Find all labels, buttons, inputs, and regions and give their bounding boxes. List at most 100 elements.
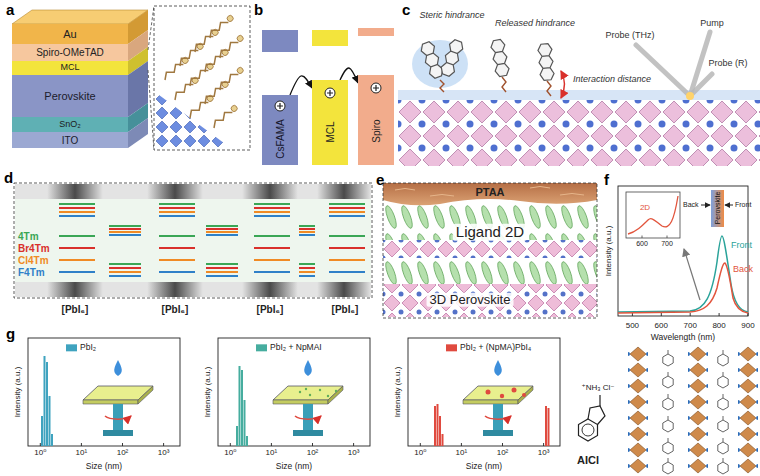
axis-title: Size (nm) [86,462,122,471]
beam-label: Probe (THz) [605,31,654,41]
legend-swatch [66,345,77,352]
device-stack-faces [12,10,148,24]
energy-diagram [59,212,365,272]
layer-label: [PbI₆] [257,304,284,315]
tick-label: 10¹ [456,449,468,458]
panel-letter: d [4,170,13,187]
zoom-inset [162,56,190,81]
ligand-molecule [537,43,554,80]
tick-label: 10¹ [76,449,88,458]
pl-spectrum [618,186,748,316]
transfer-arrow [290,76,312,95]
spin-coating-sketch [486,388,527,399]
crystal-structure [718,372,728,388]
zoom-inset [148,6,250,150]
axis-title: Size (nm) [466,462,502,471]
layer-band: Spiro-OMeTAD [12,44,128,61]
spin-coating-sketch [319,389,321,391]
tick-label: 900 [741,322,754,331]
annotation: Released hindrance [495,19,575,29]
zoom-inset [177,42,205,67]
layer-band: Perovskite [12,75,128,117]
energy-box: MCL [312,80,348,165]
spin-coating-sketch [83,360,533,436]
pl-spectrum [618,263,748,313]
tick-label: 10⁰ [224,449,236,458]
crystal-structure [688,346,708,474]
size-histogram [239,366,241,446]
hole-symbol [325,88,335,98]
spin-coating-sketch [299,391,301,393]
energy-diagram [242,282,298,297]
node-label: Spiro [371,119,382,142]
aicl-structure [599,395,600,406]
panel-letter: c [402,2,410,19]
axis-title: Intensity (a.u.) [14,367,23,418]
size-histogram [236,366,248,446]
annotation: Front [735,201,751,209]
size-histogram [51,434,53,446]
layer-band: Au [12,24,128,44]
crystal-structure [718,458,728,474]
pl-spectrum [725,205,733,206]
curve-label: Front [731,241,752,251]
legend-swatch [256,345,267,352]
size-histogram [442,434,444,446]
node-label: Spiro-OMeTAD [36,47,104,58]
aicl-structure [588,406,605,425]
ligand-molecule [419,41,445,80]
laser-beam [636,32,712,100]
tick-label: 10⁰ [414,449,426,458]
ligand-molecule [502,77,506,92]
hole-symbol [324,87,336,99]
spin-coating-sketch [463,360,533,436]
layer-label: [PbI₆] [162,304,189,315]
energy-box: Spiro [358,75,394,165]
zoom-inset [217,66,245,91]
energy-diagram [15,184,371,199]
perovskite-lattice [398,100,760,166]
spin-coating-sketch [309,394,311,396]
panel-letter: e [376,172,384,189]
size-histogram [40,443,543,446]
hole-symbol [277,103,283,109]
pl-spectrum [618,186,748,316]
pl-spectrum [626,192,680,238]
ligand-molecule [440,80,444,92]
energy-diagram [15,282,371,297]
aicl-structure [579,419,598,441]
energy-diagram [147,282,203,297]
size-histogram [246,436,248,446]
zoom-inset [187,62,215,87]
tick-label: 10² [497,449,509,458]
size-histogram [244,400,246,446]
layer-band: MCL [12,61,128,75]
size-histogram [545,406,547,446]
spin-coating-sketch [83,360,153,436]
energy-level [312,30,348,46]
interface-sketch [383,240,597,258]
panel-letter: g [6,326,15,343]
device-stack-faces [12,10,148,148]
beam-label: Probe (R) [708,59,747,69]
interface-sketch [383,284,597,317]
spin-coating-sketch [500,394,504,398]
energy-level [262,30,298,52]
node-label: MCL [325,121,336,142]
axis-title: Wavelength (nm) [651,333,715,342]
tick-label: 700 [661,240,673,248]
size-histogram [49,396,51,446]
crystal-structure [718,438,728,454]
layer-label: PTAA [475,186,504,198]
energy-diagram [147,184,203,199]
panel-letter: a [6,2,14,19]
series-label: 4Tm [18,231,39,242]
layer-label: [PbI₆] [332,304,359,315]
node-label: CsFAMA [275,119,286,158]
node-label: Perovskite [44,90,95,102]
zoom-inset [211,104,239,129]
energy-diagram [242,184,298,199]
legend-text: PbI₂ + (NpMA)PbI₄ [460,343,531,352]
tick-label: 600 [636,240,648,248]
tick-label: 10³ [348,449,360,458]
